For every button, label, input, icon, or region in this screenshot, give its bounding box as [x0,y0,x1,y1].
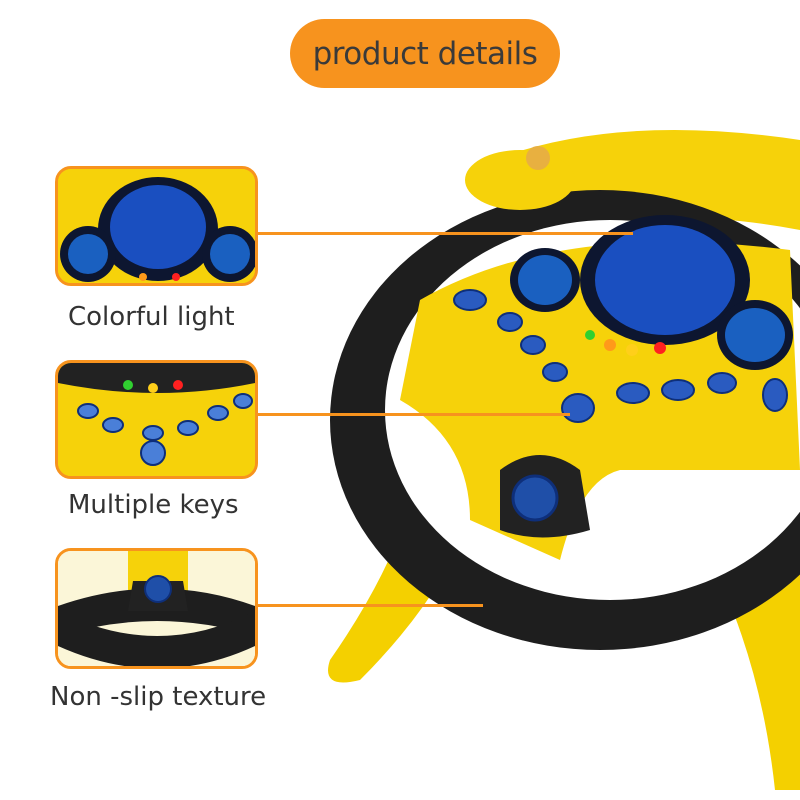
feature-label-non-slip-texture: Non -slip texture [50,682,267,712]
multiple-keys-thumbnail [55,360,258,479]
feature-label-multiple-keys: Multiple keys [68,490,239,520]
feature-label-colorful-light: Colorful light [68,302,235,332]
connector-line-texture [258,604,483,607]
product-details-title: product details [290,19,560,88]
connector-line-light [258,232,633,235]
connector-line-keys [258,413,570,416]
colorful-light-thumbnail [55,166,258,286]
non-slip-texture-thumbnail [55,548,258,669]
